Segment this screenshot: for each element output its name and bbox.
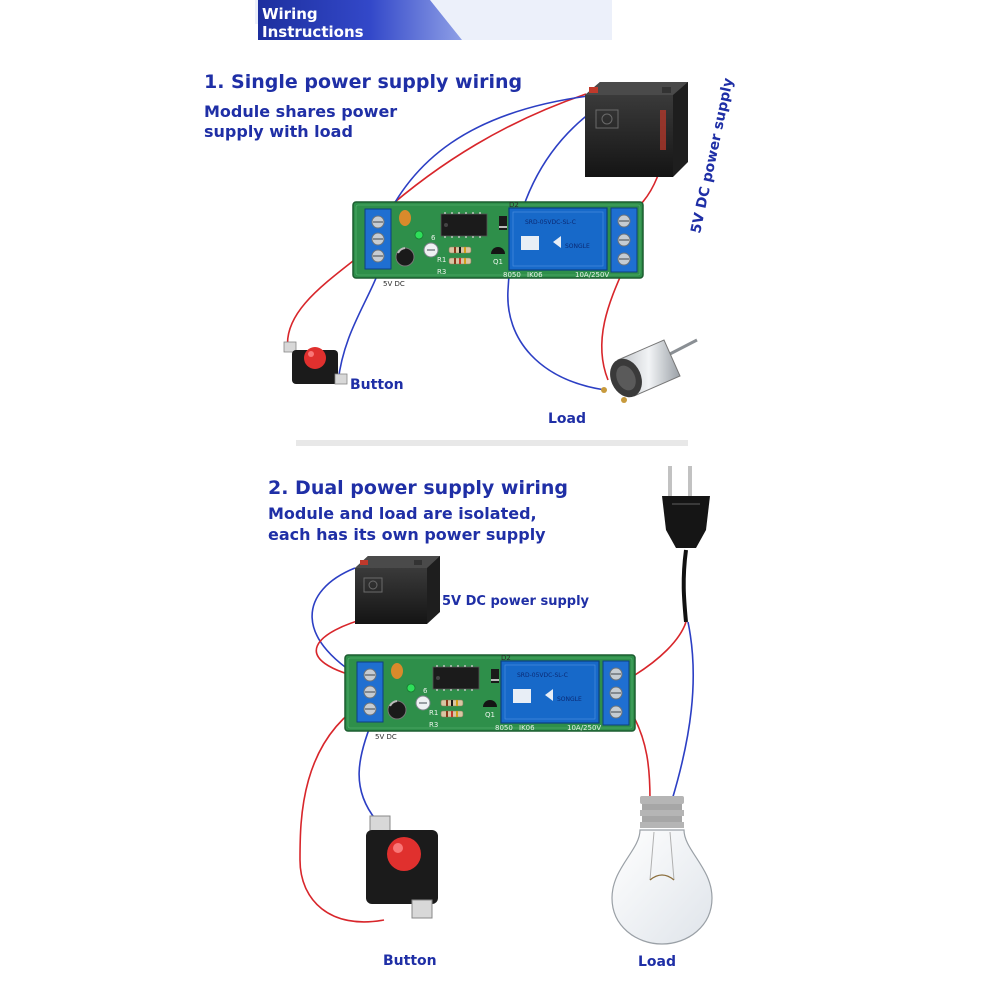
section2-wires	[299, 549, 695, 923]
push-button-icon	[283, 341, 348, 385]
relay-module-icon: 5V DC D2 SRD-05VDC-SL-C SONGLE 10A/250V …	[344, 654, 636, 741]
section1-button-label: Button	[350, 377, 404, 393]
section2-load-label: Load	[638, 954, 676, 970]
section2-supply-label: 5V DC power supply	[442, 594, 590, 609]
module-board-id-prefix: 8050	[495, 724, 513, 732]
module-pot-label: 6	[431, 234, 436, 242]
module-terminal-label: 5V DC	[383, 280, 405, 288]
section-divider	[296, 440, 688, 446]
module-relay-model: SRD-05VDC-SL-C	[525, 219, 576, 226]
module-r1-label: R1	[437, 256, 446, 264]
section1-subtitle-line1: Module shares power	[204, 102, 397, 121]
section1-load-label: Load	[548, 411, 586, 427]
banner-title-line1: Wiring	[262, 5, 318, 23]
relay-module-icon: 5V DC D2 SRD-05VDC-SL-C SONGLE 10A/250V …	[352, 201, 644, 288]
section1-title: 1. Single power supply wiring	[204, 71, 522, 93]
section2-title: 2. Dual power supply wiring	[268, 477, 568, 499]
module-diode-label: D2	[501, 654, 511, 662]
module-board-id: IK06	[519, 724, 535, 732]
section2-subtitle-line1: Module and load are isolated,	[268, 504, 537, 523]
section1-subtitle-line2: supply with load	[204, 122, 353, 141]
module-transistor-label: Q1	[485, 711, 495, 719]
module-transistor-label: Q1	[493, 258, 503, 266]
module-r1-label: R1	[429, 709, 438, 717]
module-terminal-label: 5V DC	[375, 733, 397, 741]
section2-subtitle-line2: each has its own power supply	[268, 525, 546, 544]
module-relay-rating: 10A/250V	[575, 271, 609, 279]
module-board-id-prefix: 8050	[503, 271, 521, 279]
module-relay-brand: SONGLE	[565, 243, 590, 250]
module-relay-brand: SONGLE	[557, 696, 582, 703]
module-diode-label: D2	[509, 201, 519, 209]
section-dual-supply: 2. Dual power supply wiring Module and l…	[268, 466, 713, 970]
module-r3-label: R3	[437, 268, 446, 276]
section-single-supply: 1. Single power supply wiring Module sha…	[204, 71, 737, 427]
banner-title-line2: Instructions	[262, 23, 364, 41]
push-button-icon	[366, 815, 438, 919]
module-pot-label: 6	[423, 687, 428, 695]
module-r3-label: R3	[429, 721, 438, 729]
light-bulb-icon	[611, 796, 713, 945]
battery-icon	[355, 556, 440, 624]
section2-button-label: Button	[383, 953, 437, 969]
module-relay-model: SRD-05VDC-SL-C	[517, 672, 568, 679]
header-banner: Wiring Instructions	[0, 0, 1000, 42]
module-board-id: IK06	[527, 271, 543, 279]
battery-icon	[585, 82, 688, 177]
section1-supply-label: 5V DC power supply	[688, 77, 737, 235]
ac-plug-icon	[662, 466, 710, 548]
dc-motor-icon	[601, 338, 698, 403]
module-relay-rating: 10A/250V	[567, 724, 601, 732]
